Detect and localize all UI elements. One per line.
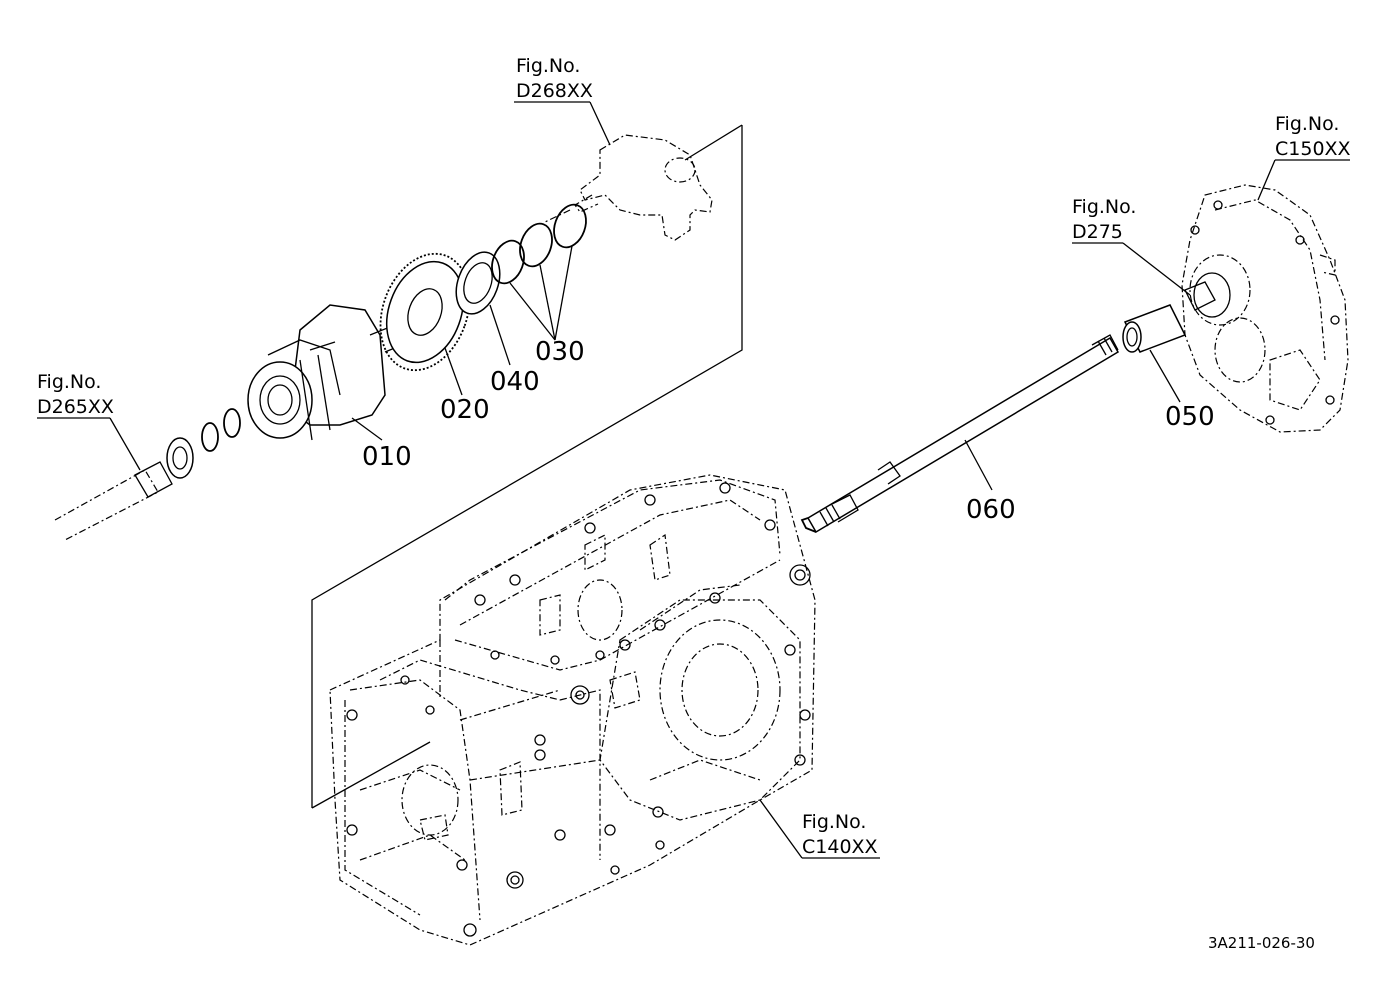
leader-lines — [37, 101, 1350, 859]
front-cover — [1181, 184, 1349, 433]
part-number-060: 060 — [966, 495, 1016, 525]
callout-c140xx: Fig.No. C140XX — [802, 811, 878, 858]
part-number-030: 030 — [535, 337, 585, 367]
shaft-060 — [800, 334, 1120, 534]
callout-code: D265XX — [37, 396, 114, 418]
callout-d268xx: Fig.No. D268XX — [516, 55, 593, 102]
callout-d275: Fig.No. D275 — [1072, 196, 1136, 243]
shims-030 — [491, 203, 587, 285]
gear-unit-010 — [247, 304, 403, 441]
part-number-050: 050 — [1165, 402, 1215, 432]
gear-020 — [379, 252, 471, 372]
drawing-reference: 3A211-026-30 — [1208, 934, 1315, 952]
callout-code: C150XX — [1275, 138, 1351, 160]
callout-prefix: Fig.No. — [516, 55, 580, 77]
collar-050 — [1122, 304, 1187, 353]
shift-fork — [544, 134, 713, 241]
callout-code: C140XX — [802, 836, 878, 858]
bearing-040 — [455, 251, 501, 315]
transmission-case — [329, 474, 816, 946]
callout-prefix: Fig.No. — [1072, 196, 1136, 218]
part-number-020: 020 — [440, 395, 490, 425]
callout-c150xx: Fig.No. C150XX — [1275, 113, 1351, 160]
assembly-boundary-plane — [311, 124, 743, 809]
callout-d265xx: Fig.No. D265XX — [37, 371, 114, 418]
callout-code: D268XX — [516, 80, 593, 102]
callout-code: D275 — [1072, 221, 1123, 243]
callout-prefix: Fig.No. — [37, 371, 101, 393]
input-shaft — [54, 408, 241, 541]
part-number-040: 040 — [490, 367, 540, 397]
callout-prefix: Fig.No. — [1275, 113, 1339, 135]
callout-prefix: Fig.No. — [802, 811, 866, 833]
part-number-010: 010 — [362, 442, 412, 472]
